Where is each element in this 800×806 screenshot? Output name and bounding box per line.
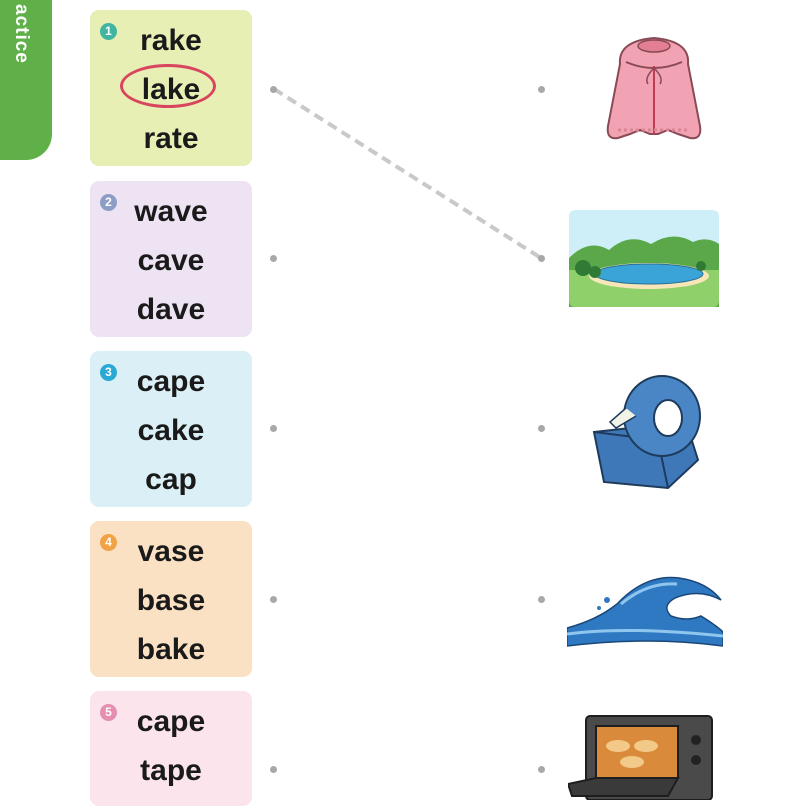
question-card-2: 2 wave cave dave [90, 181, 252, 337]
question-card-4: 4 vase base bake [90, 521, 252, 677]
word-option[interactable]: cape [136, 705, 206, 738]
oven-image[interactable] [568, 712, 718, 800]
left-match-dot[interactable] [270, 255, 277, 262]
answer-circle-mark [120, 64, 216, 108]
right-match-dot[interactable] [538, 86, 545, 93]
left-match-dot[interactable] [270, 596, 277, 603]
word-option[interactable]: dave [136, 293, 206, 326]
right-match-dot[interactable] [538, 425, 545, 432]
question-number-badge: 5 [100, 704, 117, 721]
section-tab: actice [0, 0, 52, 160]
word-option[interactable]: rake [140, 24, 202, 57]
question-card-5: 5 cape tape [90, 691, 252, 806]
question-number-badge: 3 [100, 364, 117, 381]
word-option[interactable]: cave [137, 244, 205, 277]
left-match-dot[interactable] [270, 766, 277, 773]
tape-dispenser-image[interactable] [586, 370, 708, 490]
question-number-badge: 2 [100, 194, 117, 211]
right-match-dot[interactable] [538, 255, 545, 262]
wave-image[interactable] [567, 570, 723, 650]
word-option[interactable]: rate [143, 122, 199, 155]
right-match-dot[interactable] [538, 766, 545, 773]
word-option[interactable]: cap [145, 463, 197, 496]
word-option[interactable]: vase [137, 535, 205, 568]
question-number-badge: 4 [100, 534, 117, 551]
section-tab-label: actice [11, 4, 32, 64]
word-option[interactable]: wave [134, 195, 208, 228]
word-option[interactable]: tape [140, 754, 202, 787]
lake-image[interactable] [569, 210, 719, 307]
word-option[interactable]: base [136, 584, 206, 617]
left-match-dot[interactable] [270, 86, 277, 93]
answer-line [272, 87, 543, 260]
question-number-badge: 1 [100, 23, 117, 40]
cape-image[interactable] [598, 26, 710, 150]
left-match-dot[interactable] [270, 425, 277, 432]
word-option[interactable]: cake [137, 414, 205, 447]
right-match-dot[interactable] [538, 596, 545, 603]
word-option[interactable]: cape [136, 365, 206, 398]
question-card-3: 3 cape cake cap [90, 351, 252, 507]
word-option[interactable]: bake [136, 633, 206, 666]
